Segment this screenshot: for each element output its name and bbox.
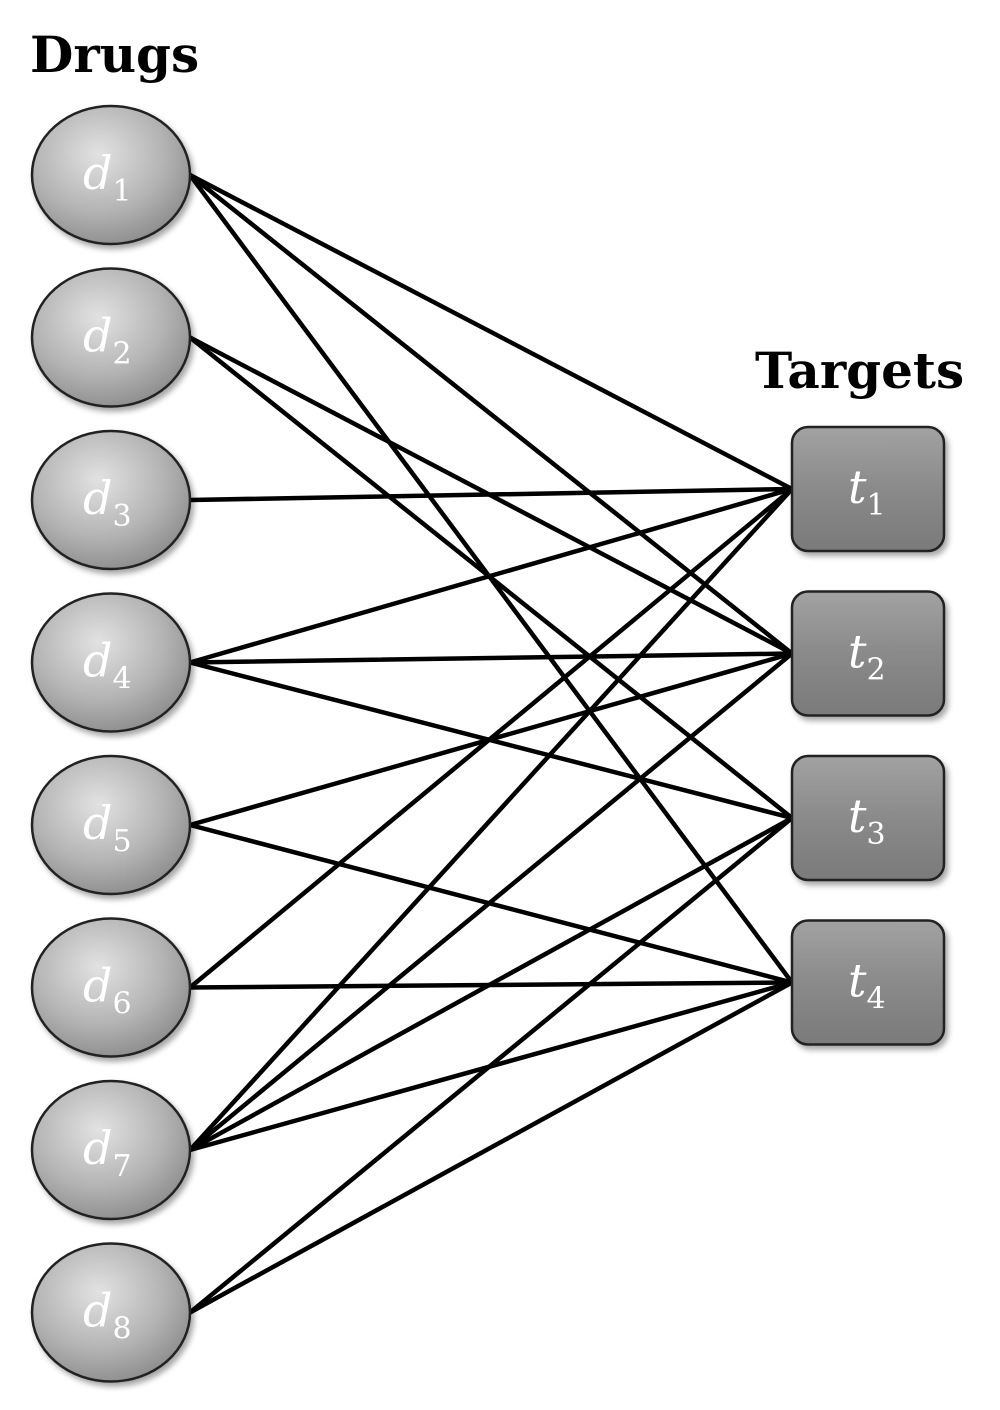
drug-node-shape [30,754,192,896]
drug-node-subscript: 7 [112,1149,131,1184]
drug-node-label: d4 [83,634,132,697]
drug-node-subscript: 1 [112,174,131,209]
drug-node-d3[interactable]: d3 [30,429,192,571]
drug-node-label: d3 [83,471,132,534]
target-node-letter: t [848,460,867,514]
drug-node-d1[interactable]: d1 [30,104,192,246]
target-node-label: t4 [848,954,886,1017]
edge-d7-t3 [187,815,795,1153]
drug-node-shape [30,267,192,408]
drug-node-subscript: 5 [112,824,131,859]
drug-node-letter: d [83,471,112,525]
drug-node-subscript: 4 [112,662,131,697]
target-node-subscript: 2 [867,653,886,688]
drug-node-letter: d [83,634,112,688]
drug-node-shape [30,429,192,571]
drugs-title: Drugs [30,25,199,84]
drug-node-label: d7 [83,1121,132,1184]
edge-d1-t1 [187,172,795,492]
drug-node-d5[interactable]: d5 [30,754,192,896]
drug-node-letter: d [83,796,112,850]
drug-node-shape [30,592,192,733]
target-node-t2[interactable]: t2 [790,590,946,717]
target-node-subscript: 1 [867,488,886,523]
target-node-label: t3 [848,789,886,852]
drug-node-shape [30,1079,192,1221]
targets-title: Targets [755,341,964,400]
edge-d7-t2 [187,651,795,1153]
target-node-letter: t [848,789,867,843]
drug-node-letter: d [83,309,112,363]
target-node-letter: t [848,954,867,1008]
target-node-t1[interactable]: t1 [790,425,946,553]
edge-d8-t3 [187,815,795,1315]
drug-node-letter: d [83,959,112,1013]
edge-d7-t1 [187,486,795,1153]
drug-node-subscript: 3 [112,499,131,534]
target-node-shape [790,590,946,717]
target-node-t3[interactable]: t3 [790,754,946,882]
drug-node-subscript: 6 [112,987,131,1022]
edge-d6-t1 [187,486,795,990]
drug-node-shape [30,104,192,246]
target-node-letter: t [848,625,867,679]
target-node-shape [790,425,946,553]
edge-d8-t4 [187,980,795,1315]
drug-node-label: d5 [83,796,132,859]
target-node-subscript: 4 [867,982,886,1017]
target-node-t4[interactable]: t4 [790,919,946,1046]
drug-node-subscript: 2 [112,337,131,372]
edge-d4-t2 [187,651,795,665]
edge-d3-t1 [187,486,795,503]
target-node-subscript: 3 [867,817,886,852]
drug-node-d8[interactable]: d8 [30,1242,192,1383]
drug-node-subscript: 8 [112,1312,131,1347]
drug-node-letter: d [83,1284,112,1338]
target-node-shape [790,754,946,882]
edges [187,172,795,1315]
drug-node-label: d2 [83,309,132,372]
drug-node-label: d6 [83,959,132,1022]
drug-node-shape [30,917,192,1058]
edge-d4-t1 [187,486,795,665]
target-node-shape [790,919,946,1046]
drug-node-label: d8 [83,1284,132,1347]
drug-node-letter: d [83,146,112,200]
drug-node-letter: d [83,1121,112,1175]
target-node-label: t1 [848,460,886,523]
drug-node-d7[interactable]: d7 [30,1079,192,1221]
drug-node-d2[interactable]: d2 [30,267,192,408]
drug-node-d6[interactable]: d6 [30,917,192,1058]
target-node-label: t2 [848,625,886,688]
drug-node-d4[interactable]: d4 [30,592,192,733]
drug-node-shape [30,1242,192,1383]
drug-node-label: d1 [83,146,132,209]
